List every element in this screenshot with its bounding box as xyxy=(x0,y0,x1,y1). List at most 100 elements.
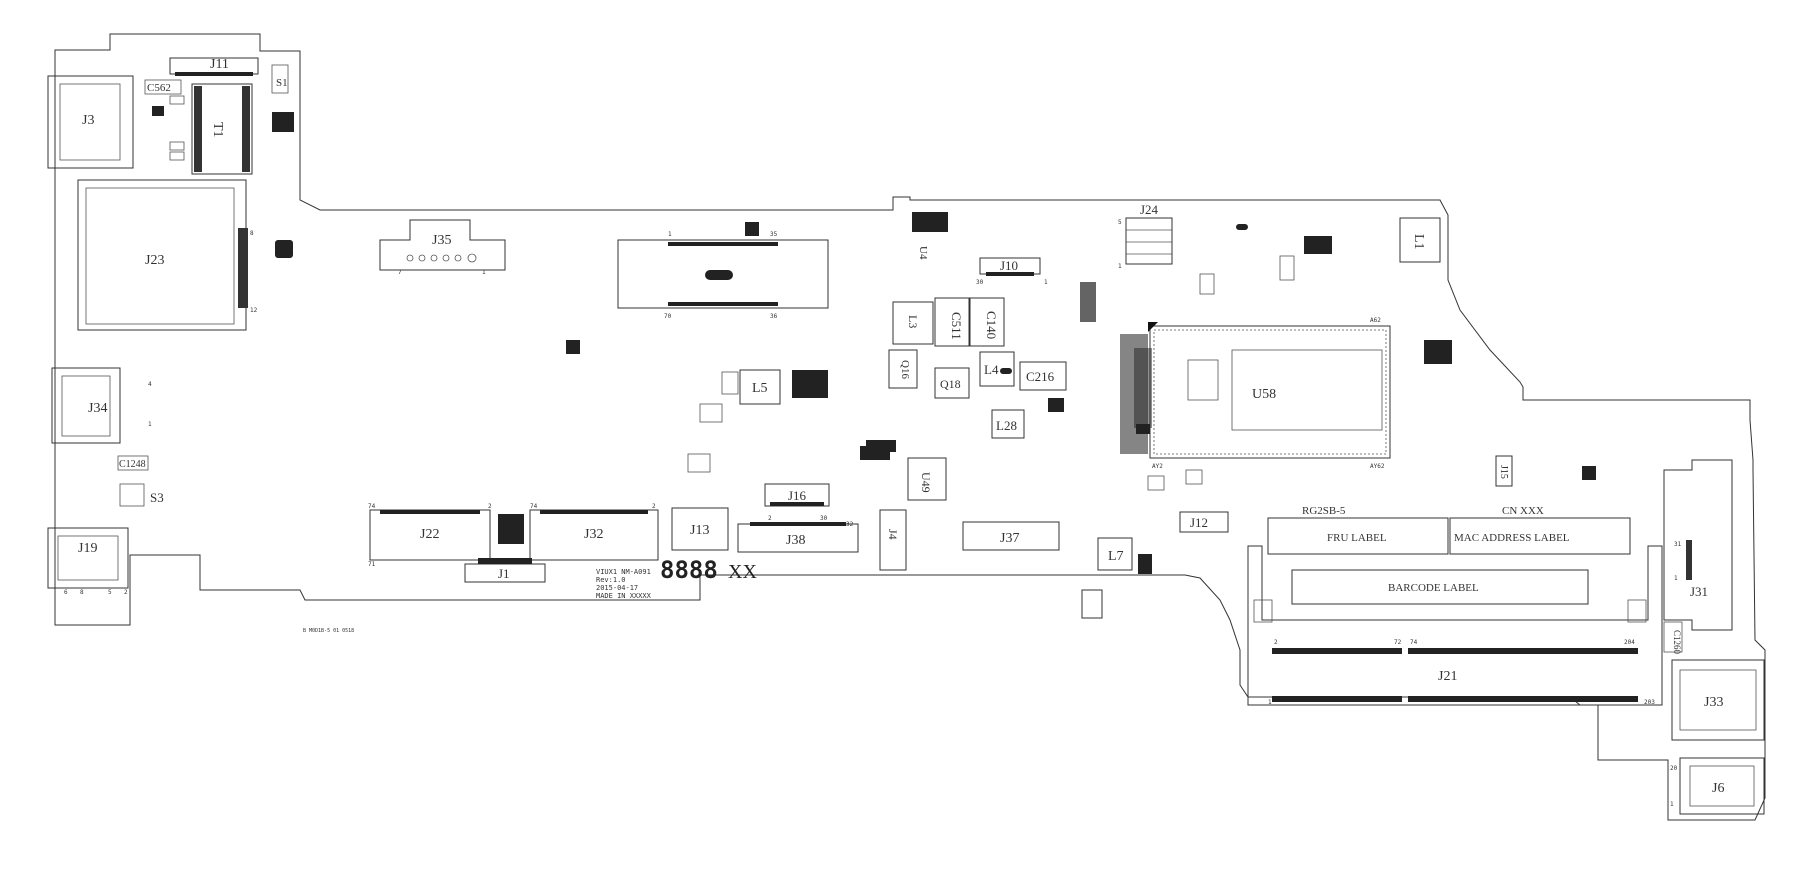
conn-top-pins xyxy=(668,242,778,246)
u4-label: U4 xyxy=(917,246,929,260)
ic-near-l1 xyxy=(1304,236,1332,254)
j21-pin-left: 2 xyxy=(1274,639,1278,646)
j19-pin-c: 5 xyxy=(108,589,112,596)
c140-outline xyxy=(969,297,1005,347)
ic-near-l5 xyxy=(792,370,828,398)
part-scatter-6 xyxy=(1134,348,1152,428)
u4-package xyxy=(912,212,948,232)
conn-pin-tr: 35 xyxy=(770,231,778,238)
c511-outline xyxy=(934,297,970,347)
part-scatter-5 xyxy=(1582,466,1596,480)
j38-label: J38 xyxy=(786,533,805,548)
j19-pin-d: 2 xyxy=(124,589,128,596)
l7-outline xyxy=(1097,537,1133,571)
j22-pin-right: 2 xyxy=(488,503,492,510)
j23-label: J23 xyxy=(145,253,164,268)
u58-pin1-marker xyxy=(1148,322,1158,332)
j35-label: J35 xyxy=(432,233,451,248)
conn-center-pad xyxy=(705,270,733,280)
u58-die-small xyxy=(1187,359,1219,401)
c1260-outline xyxy=(1663,621,1683,653)
part-scatter-3 xyxy=(1136,424,1150,434)
j38-pin-left: 2 xyxy=(768,515,772,522)
fru-label-text: FRU LABEL xyxy=(1327,532,1387,544)
j23-pins xyxy=(238,228,248,308)
u58-die xyxy=(1231,349,1383,431)
j32-pin-left: 74 xyxy=(530,503,538,510)
j16-label: J16 xyxy=(788,488,807,503)
j10-label: J10 xyxy=(1000,258,1018,273)
part-scatter-13 xyxy=(699,403,723,423)
ic-near-s1 xyxy=(272,112,294,132)
conn-bottom-pins xyxy=(668,302,778,306)
j23-side-part xyxy=(275,240,293,258)
j13-outline xyxy=(671,507,729,551)
j19-label: J19 xyxy=(78,541,97,556)
small-conn-below-l7 xyxy=(1081,589,1103,619)
j21-pin-bot-right: 203 xyxy=(1644,699,1655,706)
conn-pin-bl: 70 xyxy=(664,313,672,320)
r-small-2 xyxy=(169,141,185,151)
conn-pin-tl: 1 xyxy=(668,231,672,238)
l7-label: L7 xyxy=(1108,549,1124,564)
t1-pads-right xyxy=(242,86,250,172)
t1-outline xyxy=(191,83,253,175)
j35-pin-5 xyxy=(454,254,462,262)
marking-line-4: MADE IN XXXXX xyxy=(596,592,652,600)
rg2sb-text: RG2SB-5 xyxy=(1302,505,1346,517)
j33-outline xyxy=(1671,659,1765,741)
j38-pin-right: 32 xyxy=(846,521,854,528)
t1-label: T1 xyxy=(210,122,225,138)
c562-label: C562 xyxy=(147,82,171,94)
conn-middle-top-outline xyxy=(617,239,829,309)
part-scatter-7 xyxy=(1138,554,1152,574)
s1-label: S1 xyxy=(276,77,288,89)
u58-corner-3: AY62 xyxy=(1370,463,1385,470)
c216-label: C216 xyxy=(1026,369,1055,384)
j37-label: J37 xyxy=(1000,531,1019,546)
j24-outline xyxy=(1125,217,1173,265)
j35-pin-left: 7 xyxy=(398,269,402,276)
c1248-label: C1248 xyxy=(119,459,146,470)
u58-ball-grid xyxy=(1153,329,1387,455)
j6-pin-top: 20 xyxy=(1670,765,1678,772)
j34-pin-top: 4 xyxy=(148,381,152,388)
j13-label: J13 xyxy=(690,523,709,538)
l5-label: L5 xyxy=(752,381,768,396)
j6-pin-bot: 1 xyxy=(1670,801,1674,808)
j24-pin-top: 5 xyxy=(1118,219,1122,226)
c1260-label: C1260 xyxy=(1672,630,1682,655)
j31-label: J31 xyxy=(1690,584,1708,599)
u49-label: U49 xyxy=(919,472,933,493)
j34-label: J34 xyxy=(88,401,107,416)
j38-pin-right-2: 30 xyxy=(820,515,828,522)
j34-pin-bottom: 1 xyxy=(148,421,152,428)
part-scatter-2 xyxy=(866,440,896,452)
j21-pin-bot-left: 1 xyxy=(1268,699,1272,706)
c511-label: C511 xyxy=(949,312,964,340)
cap-near-l5 xyxy=(721,371,739,395)
l3-outline xyxy=(892,301,934,345)
c1248-outline xyxy=(117,455,149,471)
q16-label: Q16 xyxy=(899,360,911,379)
marking-xx: XX xyxy=(728,561,757,583)
j31-pin-top: 31 xyxy=(1674,541,1682,548)
j35-outline xyxy=(379,219,506,271)
j35-pin-2 xyxy=(418,254,426,262)
j10-pin-right: 1 xyxy=(1044,279,1048,286)
j16-pins xyxy=(770,502,824,506)
j31-pins xyxy=(1686,540,1692,580)
j19-outline xyxy=(47,527,129,589)
j10-pins xyxy=(986,272,1034,276)
j32-pins xyxy=(540,510,648,514)
j1-label: J1 xyxy=(498,566,510,581)
j22-pins xyxy=(380,510,480,514)
j19-pin-b: 8 xyxy=(80,589,84,596)
j6-label: J6 xyxy=(1712,781,1724,796)
j21-pins-bottom-right xyxy=(1408,696,1638,702)
j32-pin-right: 2 xyxy=(652,503,656,510)
marking-line-3: 2015-04-17 xyxy=(596,584,638,592)
j6-inner xyxy=(1689,765,1755,807)
l1-label: L1 xyxy=(1411,234,1426,250)
u49-outline xyxy=(907,457,947,501)
